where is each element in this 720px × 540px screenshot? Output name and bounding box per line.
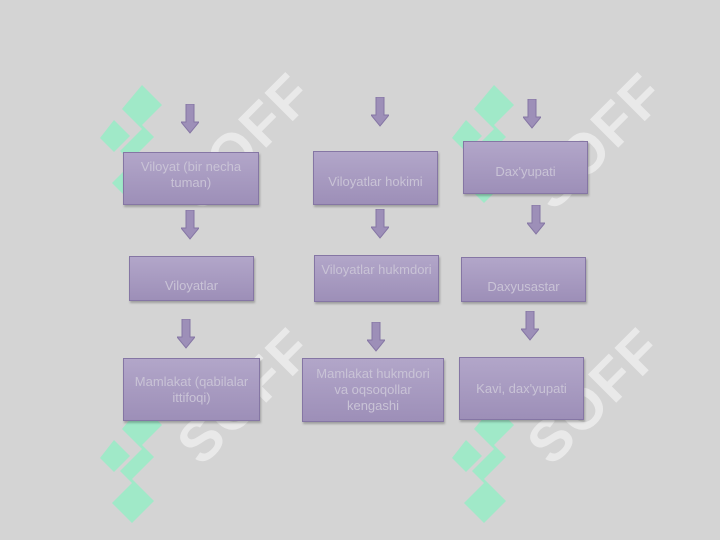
box-daxyupati: Dax'yupati bbox=[463, 141, 588, 194]
watermark-top-left: SOFF bbox=[92, 61, 326, 230]
box-viloyat: Viloyat (bir necha tuman) bbox=[123, 152, 259, 205]
box-label: Daxyusastar bbox=[487, 279, 560, 294]
arrow-down-icon bbox=[181, 104, 199, 134]
box-label: Mamlakat hukmdori va oqsoqollar kengashi bbox=[316, 366, 430, 413]
arrow-down-icon bbox=[371, 209, 389, 239]
arrow-down-icon bbox=[371, 97, 389, 127]
box-kavi-daxyupati: Kavi, dax'yupati bbox=[459, 357, 584, 420]
box-label: Viloyat (bir necha tuman) bbox=[140, 159, 242, 190]
arrow-down-icon bbox=[527, 205, 545, 235]
arrow-down-icon bbox=[521, 311, 539, 341]
box-daxyusastar: Daxyusastar bbox=[461, 257, 586, 302]
arrow-down-icon bbox=[177, 319, 195, 349]
box-label: Dax'yupati bbox=[495, 164, 556, 179]
arrow-down-icon bbox=[523, 99, 541, 129]
box-label: Viloyatlar hokimi bbox=[328, 174, 423, 189]
box-label: Mamlakat (qabilalar ittifoqi) bbox=[134, 373, 249, 405]
box-mamlakat: Mamlakat (qabilalar ittifoqi) bbox=[123, 358, 260, 421]
box-mamlakat-hukmdori: Mamlakat hukmdori va oqsoqollar kengashi bbox=[302, 358, 444, 422]
box-label: Kavi, dax'yupati bbox=[476, 380, 567, 396]
arrow-down-icon bbox=[367, 322, 385, 352]
box-viloyatlar: Viloyatlar bbox=[129, 256, 254, 301]
box-viloyatlar-hukmdori: Viloyatlar hukmdori bbox=[314, 255, 439, 302]
arrow-down-icon bbox=[181, 210, 199, 240]
box-label: Viloyatlar hukmdori bbox=[321, 262, 432, 277]
watermark-bottom-right bbox=[444, 400, 644, 535]
box-viloyatlar-hokimi: Viloyatlar hokimi bbox=[313, 151, 438, 205]
box-label: Viloyatlar bbox=[164, 278, 219, 293]
